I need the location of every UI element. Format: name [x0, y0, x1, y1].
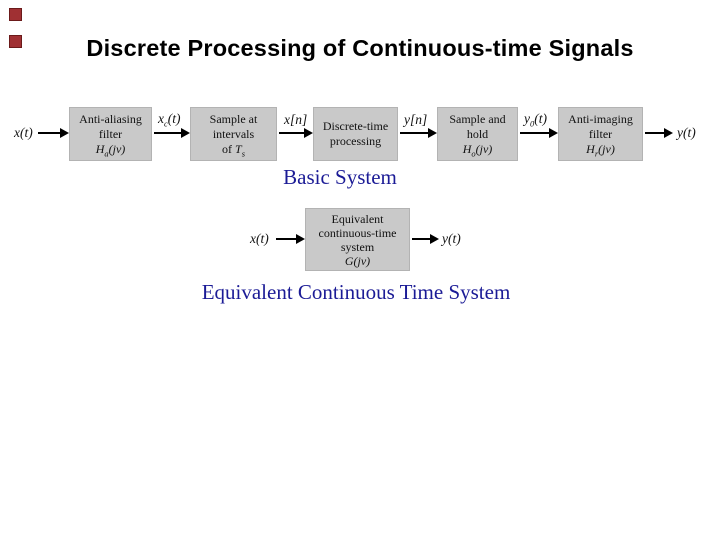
sampler-box: Sample at intervals of Ts — [190, 107, 277, 161]
box-formula: Ha(jv) — [95, 141, 126, 158]
flow-arrow — [412, 234, 439, 244]
box-formula: Hr(jv) — [586, 141, 615, 158]
flow-arrow — [38, 128, 69, 138]
box-line: filter — [588, 126, 613, 141]
slide-title: Discrete Processing of Continuous-time S… — [86, 35, 634, 61]
bullet-marker — [9, 8, 22, 21]
equivalent-system-box: Equivalent continuous-time system G(jv) — [305, 208, 410, 271]
flow-arrow — [400, 128, 437, 138]
basic-system-caption: Basic System — [283, 165, 397, 189]
box-line: Discrete-time — [322, 119, 389, 133]
flow-arrow — [279, 128, 313, 138]
box-formula: G(jv) — [344, 253, 371, 268]
signal-label-output-yt: y(t) — [442, 231, 461, 246]
signal-label-input-xt: x(t) — [14, 125, 33, 140]
equivalent-system-caption: Equivalent Continuous Time System — [201, 280, 511, 304]
flow-arrow — [520, 128, 558, 138]
signal-label-output-yt: y(t) — [677, 125, 696, 140]
signal-label-y0t: y0(t) — [524, 111, 547, 129]
bullet-marker — [9, 35, 22, 48]
box-line: continuous-time — [318, 225, 397, 240]
box-line: Anti-imaging — [568, 111, 633, 126]
box-line: intervals — [212, 126, 255, 141]
anti-aliasing-filter-box: Anti-aliasing filter Ha(jv) — [69, 107, 152, 161]
box-formula: of Ts — [222, 141, 245, 158]
box-line: filter — [98, 126, 123, 141]
anti-imaging-filter-box: Anti-imaging filter Hr(jv) — [558, 107, 643, 161]
box-line: Sample at — [209, 111, 258, 126]
box-line: processing — [329, 134, 382, 148]
box-line: hold — [466, 126, 489, 141]
box-line: system — [340, 239, 375, 254]
discrete-time-processing-box: Discrete-time processing — [313, 107, 398, 161]
signal-label-xct: xc(t) — [158, 111, 181, 129]
flow-arrow — [276, 234, 305, 244]
box-line: Anti-aliasing — [79, 111, 142, 126]
flow-arrow — [154, 128, 190, 138]
flow-arrow — [645, 128, 673, 138]
box-formula: Ho(jv) — [462, 141, 493, 158]
sample-and-hold-box: Sample and hold Ho(jv) — [437, 107, 518, 161]
box-line: Sample and — [449, 111, 506, 126]
signal-label-input-xt: x(t) — [250, 231, 269, 246]
signal-label-yn: y[n] — [404, 112, 428, 127]
signal-label-xn: x[n] — [284, 112, 308, 127]
box-line: Equivalent — [331, 211, 384, 226]
